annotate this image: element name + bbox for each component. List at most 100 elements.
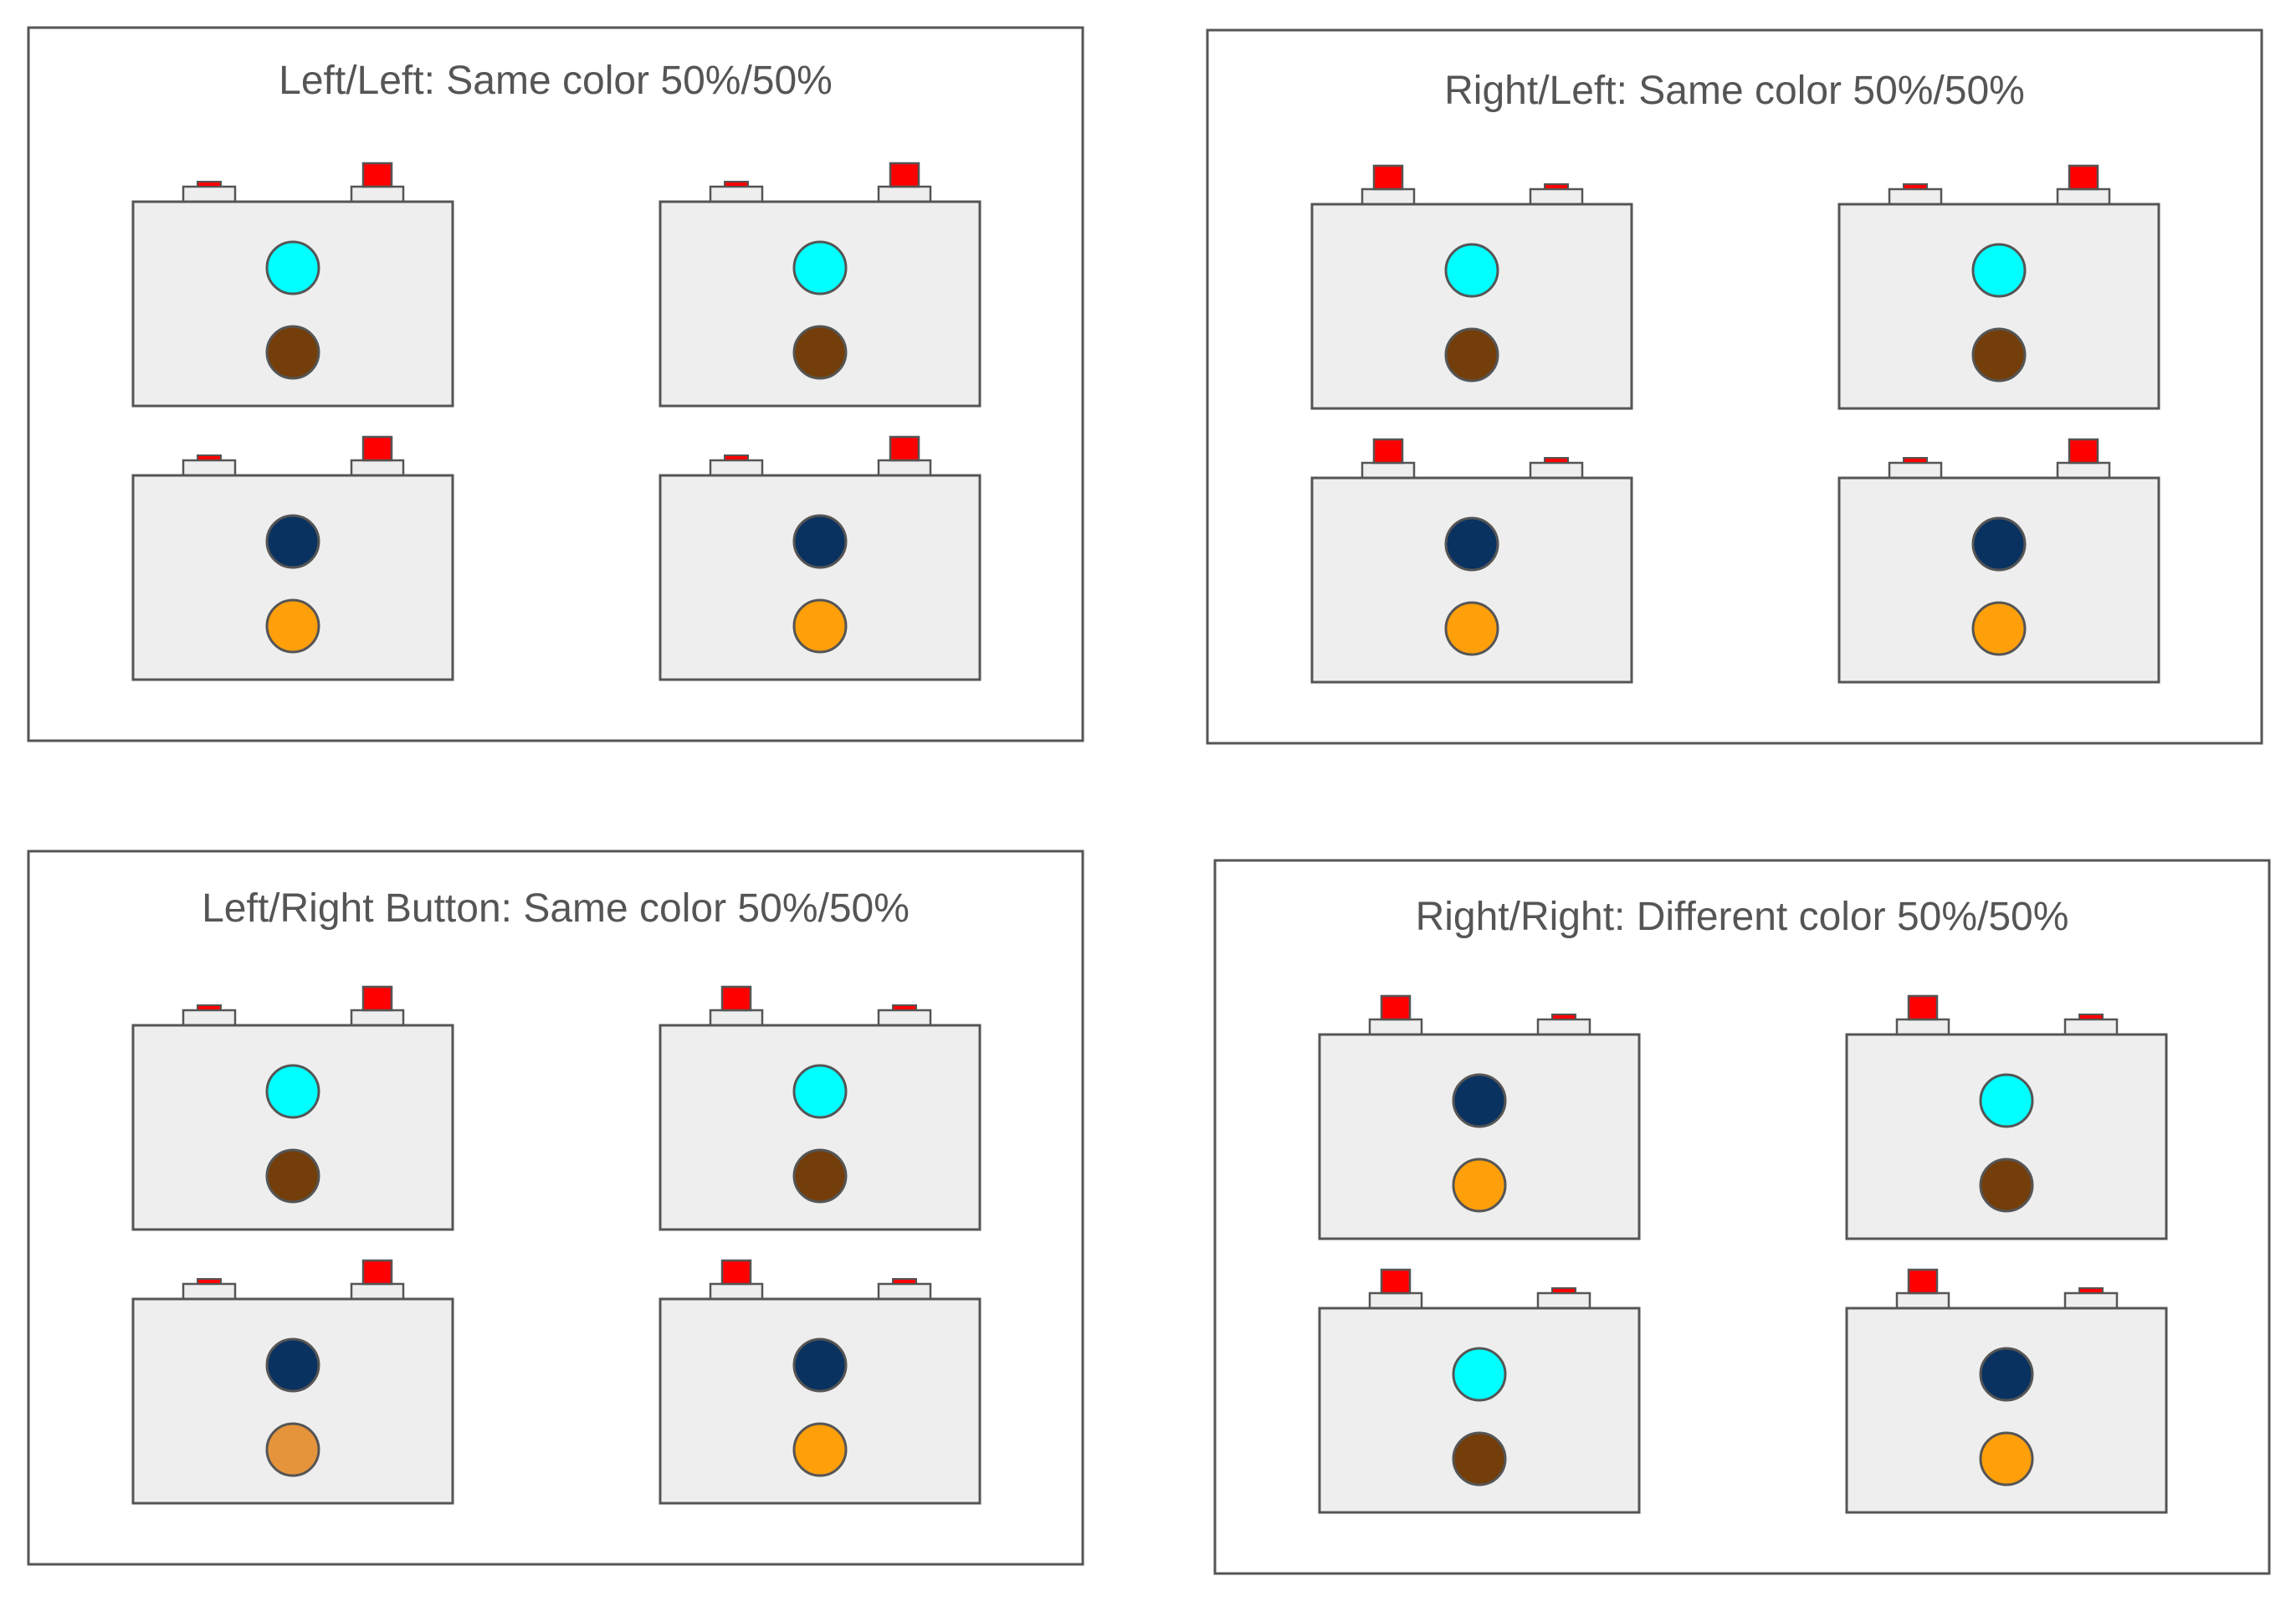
button-left-pressed bbox=[1907, 994, 1939, 1021]
terminal-right bbox=[1536, 1018, 1591, 1036]
bottom-light-brown bbox=[792, 1148, 848, 1204]
bottom-light-brown bbox=[1971, 327, 2027, 382]
terminal-left bbox=[709, 1282, 764, 1301]
device-3 bbox=[131, 1259, 454, 1505]
button-left-pressed bbox=[720, 1259, 752, 1286]
bottom-light-brown bbox=[265, 325, 320, 380]
button-left-pressed bbox=[1380, 994, 1412, 1021]
top-light-cyan bbox=[1452, 1347, 1507, 1402]
panel-right-left: Right/Left: Same color 50%/50% bbox=[1206, 28, 2263, 745]
button-right-pressed bbox=[2068, 164, 2099, 191]
button-left-flat bbox=[724, 454, 749, 461]
top-light-cyan bbox=[792, 240, 848, 295]
button-right-flat bbox=[892, 1278, 917, 1285]
top-light-cyan bbox=[1971, 243, 2027, 298]
panel-title: Left/Right Button: Same color 50%/50% bbox=[202, 886, 910, 931]
button-right-flat bbox=[1544, 183, 1569, 190]
button-right-flat bbox=[2078, 1014, 2104, 1020]
device-3 bbox=[1310, 438, 1633, 684]
button-right-flat bbox=[1551, 1014, 1576, 1020]
terminal-right bbox=[350, 1282, 405, 1301]
panel-title: Right/Right: Different color 50%/50% bbox=[1416, 895, 2069, 939]
terminal-right bbox=[2056, 187, 2111, 206]
bottom-light-brown bbox=[1444, 327, 1499, 382]
button-right-pressed bbox=[889, 162, 920, 188]
top-light-navy bbox=[265, 1337, 320, 1393]
device-2 bbox=[1837, 164, 2160, 410]
terminal-left bbox=[182, 459, 237, 477]
terminal-right bbox=[350, 185, 405, 203]
panel-frame bbox=[1206, 28, 2263, 745]
device-4 bbox=[1837, 438, 2160, 684]
bottom-light-orange bbox=[1444, 601, 1499, 656]
bottom-light-brown bbox=[792, 325, 848, 380]
button-right-pressed bbox=[2068, 438, 2099, 465]
button-left-pressed bbox=[1372, 164, 1404, 191]
terminal-right bbox=[1529, 461, 1584, 480]
button-left-flat bbox=[1903, 457, 1928, 464]
device-3 bbox=[1318, 1268, 1641, 1514]
top-light-navy bbox=[1452, 1073, 1507, 1128]
terminal-right bbox=[877, 1282, 932, 1301]
bottom-light-brown bbox=[1979, 1158, 2034, 1213]
top-light-navy bbox=[265, 514, 320, 569]
panel-frame bbox=[27, 850, 1084, 1566]
terminal-left bbox=[182, 1282, 237, 1301]
device-4 bbox=[659, 1259, 981, 1505]
top-light-navy bbox=[1979, 1347, 2034, 1402]
top-light-navy bbox=[1971, 516, 2027, 572]
terminal-right bbox=[2063, 1291, 2119, 1310]
terminal-right bbox=[1536, 1291, 1591, 1310]
terminal-left bbox=[1361, 187, 1416, 206]
terminal-left bbox=[1895, 1291, 1950, 1310]
device-2 bbox=[659, 985, 981, 1231]
device-3 bbox=[131, 435, 454, 681]
button-right-pressed bbox=[361, 435, 393, 462]
panel-title: Right/Left: Same color 50%/50% bbox=[1444, 69, 2025, 113]
terminal-right bbox=[1529, 187, 1584, 206]
terminal-left bbox=[182, 185, 237, 203]
panel-frame bbox=[1213, 859, 2271, 1575]
button-left-pressed bbox=[1372, 438, 1404, 465]
device-1 bbox=[1318, 994, 1641, 1240]
device-1 bbox=[1310, 164, 1633, 410]
button-left-flat bbox=[724, 181, 749, 187]
button-right-pressed bbox=[361, 162, 393, 188]
terminal-left bbox=[1888, 187, 1943, 206]
button-left-pressed bbox=[1907, 1268, 1939, 1295]
button-right-pressed bbox=[361, 985, 393, 1012]
button-left-flat bbox=[197, 1278, 222, 1285]
terminal-left bbox=[709, 459, 764, 477]
top-light-navy bbox=[1444, 516, 1499, 572]
terminal-left bbox=[1895, 1018, 1950, 1036]
bottom-light-orange bbox=[265, 598, 320, 654]
device-2 bbox=[1845, 994, 2168, 1240]
terminal-left bbox=[709, 185, 764, 203]
terminal-left bbox=[182, 1009, 237, 1027]
bottom-light-brown bbox=[265, 1148, 320, 1204]
panel-left-left: Left/Left: Same color 50%/50% bbox=[27, 26, 1084, 742]
bottom-light-orange bbox=[792, 1422, 848, 1477]
button-right-flat bbox=[1544, 457, 1569, 464]
panel-right-right: Right/Right: Different color 50%/50% bbox=[1213, 859, 2271, 1575]
bottom-light-brown bbox=[1452, 1431, 1507, 1486]
terminal-right bbox=[2063, 1018, 2119, 1036]
top-light-cyan bbox=[1444, 243, 1499, 298]
button-left-flat bbox=[197, 454, 222, 461]
bottom-light-light_orange bbox=[265, 1422, 320, 1477]
device-body bbox=[131, 474, 454, 681]
panels-layer: Left/Left: Same color 50%/50% Right/Left:… bbox=[27, 26, 2271, 1575]
bottom-light-orange bbox=[1979, 1431, 2034, 1486]
top-light-navy bbox=[792, 1337, 848, 1393]
top-light-cyan bbox=[792, 1064, 848, 1119]
device-1 bbox=[131, 162, 454, 408]
bottom-light-orange bbox=[792, 598, 848, 654]
device-4 bbox=[659, 435, 981, 681]
device-1 bbox=[131, 985, 454, 1231]
terminal-right bbox=[2056, 461, 2111, 480]
panel-frame bbox=[27, 26, 1084, 742]
terminal-left bbox=[709, 1009, 764, 1027]
panel-title: Left/Left: Same color 50%/50% bbox=[279, 59, 833, 103]
terminal-right bbox=[350, 459, 405, 477]
